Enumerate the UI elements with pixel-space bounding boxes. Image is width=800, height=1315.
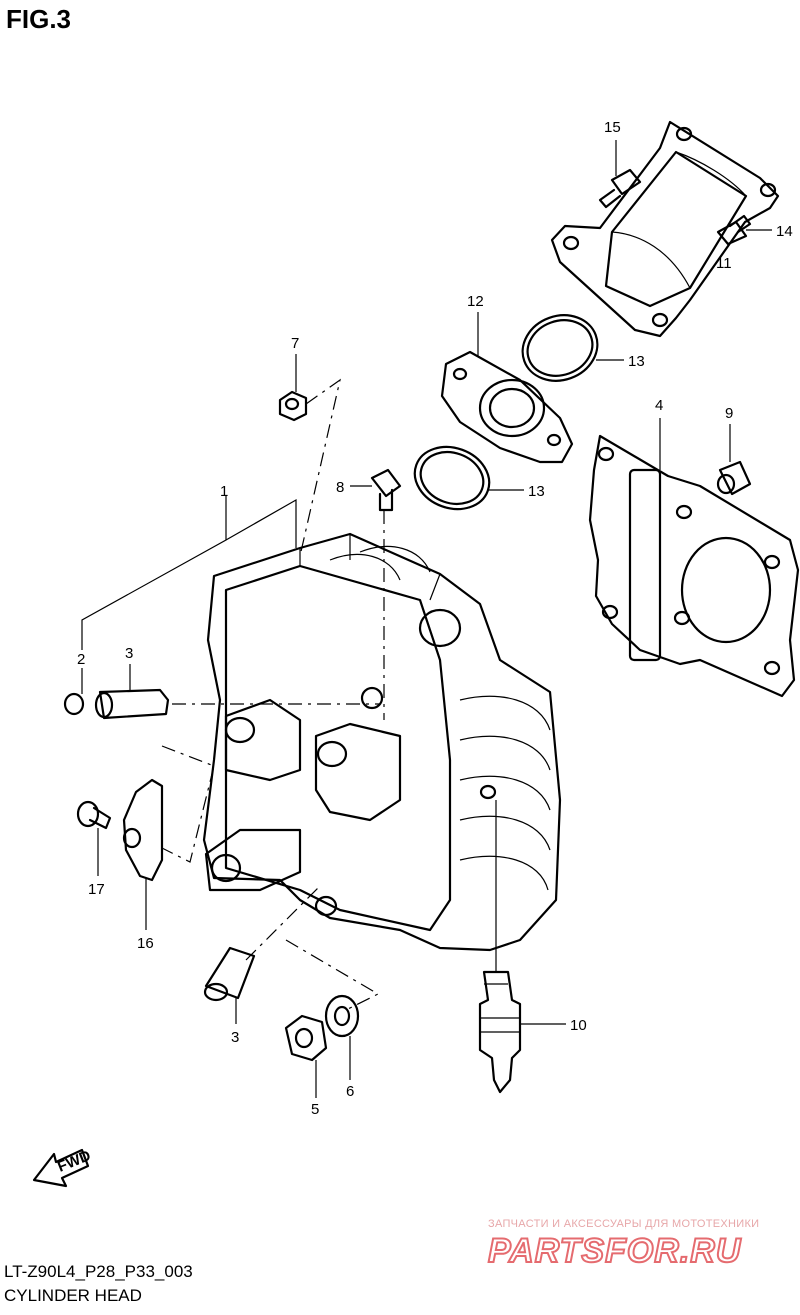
pin-part-3-upper[interactable]: [94, 664, 380, 720]
callout-7[interactable]: 7: [291, 335, 299, 352]
callout-14[interactable]: 14: [776, 223, 793, 240]
callout-12[interactable]: 12: [467, 293, 484, 310]
callout-8[interactable]: 8: [336, 479, 344, 496]
pin-part-3-lower[interactable]: [203, 885, 321, 1024]
gasket-part-4[interactable]: [588, 418, 800, 698]
callout-6[interactable]: 6: [346, 1083, 354, 1100]
dowel-part-9[interactable]: [716, 424, 752, 496]
washer-part-6[interactable]: [324, 994, 360, 1080]
bolt-part-8[interactable]: [350, 468, 402, 720]
callout-1[interactable]: 1: [220, 483, 228, 500]
callout-3-lower[interactable]: 3: [231, 1029, 239, 1046]
callout-2[interactable]: 2: [77, 651, 85, 668]
callout-9[interactable]: 9: [725, 405, 733, 422]
callout-4[interactable]: 4: [655, 397, 663, 414]
figure-title: FIG.3: [6, 4, 72, 34]
intake-pipe-part-11[interactable]: [550, 120, 780, 338]
spark-plug-part-10[interactable]: [478, 800, 566, 1094]
fwd-arrow-icon: FWD: [32, 1147, 93, 1188]
callout-13-upper[interactable]: 13: [628, 353, 645, 370]
watermark-tagline: ЗАПЧАСТИ И АКСЕССУАРЫ ДЛЯ МОТОТЕХНИКИ: [488, 1218, 760, 1230]
drawing-code: LT-Z90L4_P28_P33_003: [4, 1262, 193, 1281]
o-ring-part-13-lower[interactable]: [406, 437, 524, 519]
bolt-part-15[interactable]: [598, 140, 642, 209]
callout-16[interactable]: 16: [137, 935, 154, 952]
screw-part-17[interactable]: [76, 800, 112, 876]
watermark-brand-logo: PARTSFOR.RU: [487, 1231, 742, 1271]
callout-10[interactable]: 10: [570, 1017, 587, 1034]
callout-17[interactable]: 17: [88, 881, 105, 898]
nut-part-5[interactable]: [284, 939, 380, 1098]
cylinder-head-part-1[interactable]: [81, 496, 562, 952]
callout-11[interactable]: 11: [716, 255, 732, 272]
clip-part-2[interactable]: [63, 668, 85, 716]
nut-part-7[interactable]: [278, 354, 341, 557]
insulator-part-12[interactable]: [440, 312, 574, 464]
callout-3-upper[interactable]: 3: [125, 645, 133, 662]
bolt-part-14[interactable]: [716, 214, 772, 246]
o-ring-part-13-upper[interactable]: [513, 305, 624, 391]
callout-13-lower[interactable]: 13: [528, 483, 545, 500]
callout-15[interactable]: 15: [604, 119, 621, 136]
diagram-caption: CYLINDER HEAD: [4, 1286, 142, 1305]
plate-part-16[interactable]: [122, 745, 215, 930]
callout-5[interactable]: 5: [311, 1101, 319, 1118]
